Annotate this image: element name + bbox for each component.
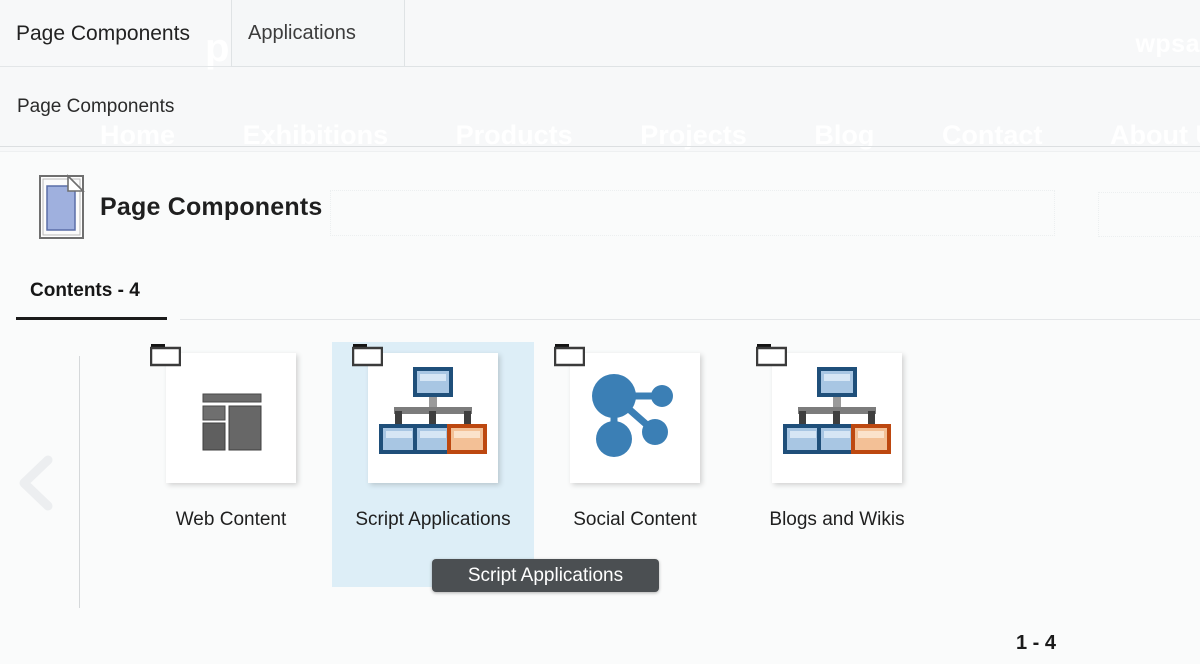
ghost-divider-bottom — [0, 146, 1200, 147]
page-title: Page Components — [100, 192, 323, 221]
header-placeholder-region-left — [330, 190, 1055, 236]
page-document-icon — [38, 172, 86, 242]
gallery-item-label: Blogs and Wikis — [769, 509, 905, 530]
gallery-item-blogs-and-wikis[interactable]: Blogs and Wikis — [736, 342, 938, 587]
gallery-item-label: Script Applications — [355, 509, 511, 530]
pagination-range-label: 1 - 4 — [1016, 632, 1057, 654]
breadcrumb-item-page-components: Page Components — [17, 96, 175, 117]
gallery-item-label: Social Content — [573, 509, 697, 530]
page-header: Page Components — [38, 172, 322, 242]
tab-strip-filler — [405, 0, 1200, 67]
pagination-range: 1 - 4 — [1016, 632, 1056, 655]
share-nodes-icon — [553, 344, 700, 483]
folder-icon — [553, 343, 586, 367]
ghost-nav-item-home: Home — [100, 120, 176, 150]
component-gallery: Web Content — [0, 342, 1200, 642]
gallery-item-label: Web Content — [175, 509, 287, 530]
tab-contents-active-indicator — [16, 317, 167, 320]
tooltip-label: Script Applications — [467, 564, 624, 586]
ghost-nav-item-blog: Blog — [814, 120, 875, 150]
folder-icon — [755, 343, 788, 367]
ghost-nav-item-products: Products — [455, 120, 573, 150]
hierarchy-icon — [351, 344, 498, 483]
chevron-left-icon[interactable] — [8, 452, 60, 514]
web-layout-icon — [149, 344, 296, 483]
tab-page-components[interactable]: Page Components — [0, 0, 231, 67]
gallery-card-list: Web Content — [130, 342, 938, 587]
ghost-nav-item-contact: Contact — [941, 120, 1043, 150]
tab-strip: Page Components Applications — [0, 0, 1200, 67]
gallery-item-web-content[interactable]: Web Content — [130, 342, 332, 587]
gallery-item-script-applications[interactable]: Script Applications — [332, 342, 534, 587]
tab-contents[interactable]: Contents - 4 — [30, 280, 140, 302]
ghost-nav: Home Exhibitions Products Projects Blog … — [100, 120, 1200, 151]
tab-applications-label: Applications — [248, 21, 356, 44]
breadcrumb[interactable]: Page Components — [17, 96, 174, 118]
hierarchy-icon — [755, 344, 902, 483]
folder-icon — [149, 343, 182, 367]
ghost-nav-item-exhibitions: Exhibitions — [242, 120, 389, 150]
main-panel: Page Components Contents - 4 — [0, 152, 1200, 664]
tab-contents-label: Contents - 4 — [30, 280, 140, 301]
ghost-nav-item-about-us: About Us — [1110, 120, 1200, 150]
ghost-nav-item-projects: Projects — [640, 120, 747, 150]
subtab-divider — [180, 319, 1200, 320]
gallery-item-social-content[interactable]: Social Content — [534, 342, 736, 587]
gallery-left-divider — [79, 356, 80, 608]
tab-page-components-label: Page Components — [16, 21, 190, 45]
tab-applications[interactable]: Applications — [231, 0, 405, 67]
header-placeholder-region-right — [1098, 192, 1200, 237]
folder-icon — [351, 343, 384, 367]
tooltip: Script Applications — [432, 559, 659, 592]
